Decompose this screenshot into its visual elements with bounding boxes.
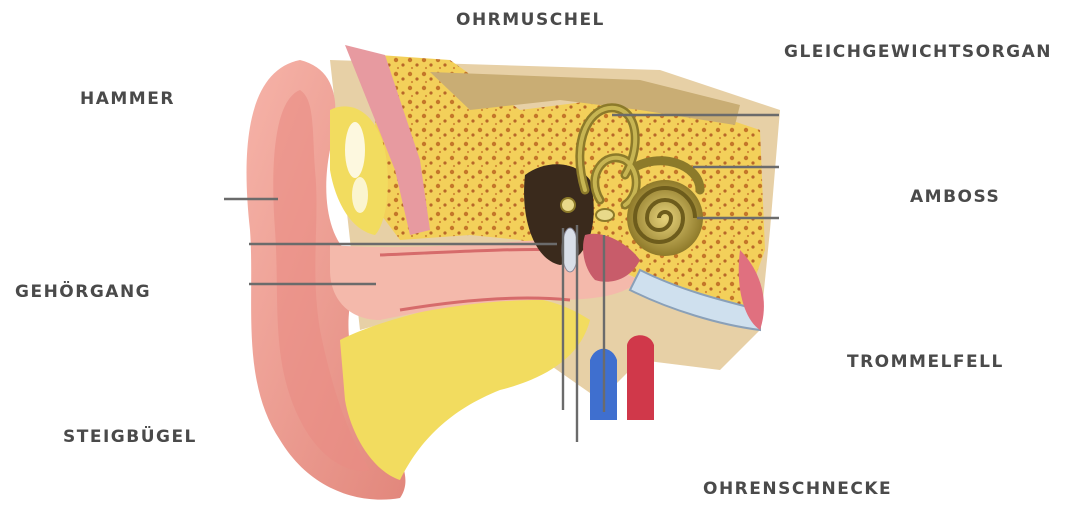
cartilage-highlight bbox=[345, 122, 365, 178]
label-ohrenschnecke: OHRENSCHNECKE bbox=[703, 479, 892, 499]
artery bbox=[627, 335, 654, 420]
cochlea-shell bbox=[627, 180, 703, 256]
label-gehoergang: GEHÖRGANG bbox=[15, 282, 151, 302]
label-steigbuegel: STEIGBÜGEL bbox=[63, 427, 197, 447]
label-gleichgewichtsorgan: GLEICHGEWICHTSORGAN bbox=[784, 42, 1052, 62]
label-amboss: AMBOSS bbox=[910, 187, 1000, 207]
label-trommelfell: TROMMELFELL bbox=[847, 352, 1004, 372]
ossicle-anvil bbox=[596, 209, 614, 221]
label-ohrmuschel: OHRMUSCHEL bbox=[456, 10, 605, 30]
cartilage-highlight-2 bbox=[352, 177, 368, 213]
label-hammer: HAMMER bbox=[80, 89, 175, 109]
eardrum-membrane bbox=[562, 228, 578, 272]
ossicle-hammer bbox=[561, 198, 575, 212]
